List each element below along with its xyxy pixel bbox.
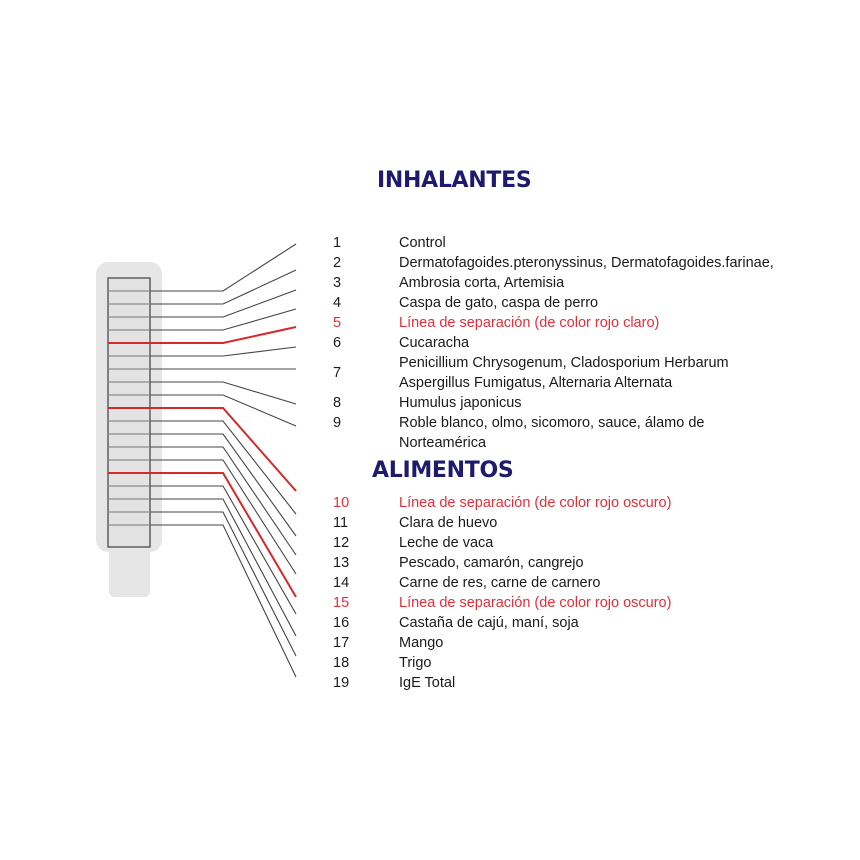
- item-number: 19: [333, 675, 350, 691]
- section-heading-alimentos: ALIMENTOS: [372, 458, 514, 483]
- connector-line-3: [150, 289, 297, 318]
- connector-line-17: [150, 498, 297, 637]
- connector-line-2: [150, 269, 297, 305]
- item-number: 14: [333, 575, 350, 591]
- item-label: Humulus japonicus: [399, 395, 522, 411]
- item-label-continued: Aspergillus Fumigatus, Alternaria Altern…: [399, 375, 673, 391]
- item-number: 2: [333, 255, 342, 271]
- item-label: Clara de huevo: [399, 515, 498, 531]
- item-number: 6: [333, 335, 342, 351]
- connector-line-9: [150, 394, 297, 427]
- item-label: Trigo: [399, 655, 432, 671]
- item-number: 4: [333, 295, 342, 311]
- item-number: 9: [333, 415, 342, 431]
- connector-line-4: [150, 308, 297, 331]
- item-number: 8: [333, 395, 342, 411]
- strip-membrane: [107, 277, 151, 548]
- item-label: Línea de separación (de color rojo oscur…: [399, 595, 672, 611]
- strip-handle: [109, 540, 150, 597]
- item-label-continued: Norteamérica: [399, 435, 487, 451]
- connector-line-12: [150, 433, 297, 537]
- connector-line-11: [150, 420, 297, 515]
- item-label: Dermatofagoides.pteronyssinus, Dermatofa…: [399, 255, 774, 271]
- section-heading-inhalantes: INHALANTES: [377, 168, 532, 193]
- item-number: 3: [333, 275, 342, 291]
- item-label: Carne de res, carne de carnero: [399, 575, 601, 591]
- item-label: Roble blanco, olmo, sicomoro, sauce, ála…: [399, 415, 705, 431]
- item-label: Penicillium Chrysogenum, Cladosporium He…: [399, 355, 729, 371]
- connector-line-16: [150, 485, 297, 615]
- item-label: Ambrosia corta, Artemisia: [399, 275, 565, 291]
- connector-line-8: [150, 381, 297, 405]
- item-label: Pescado, camarón, cangrejo: [399, 555, 584, 571]
- connector-line-15: [108, 472, 297, 598]
- item-label: Línea de separación (de color rojo oscur…: [399, 495, 672, 511]
- item-number: 1: [333, 235, 342, 251]
- item-label: Caspa de gato, caspa de perro: [399, 295, 599, 311]
- item-number: 7: [333, 365, 342, 381]
- connector-line-19: [150, 524, 297, 678]
- item-number: 12: [333, 535, 350, 551]
- item-number: 5: [333, 315, 342, 331]
- connector-line-13: [150, 446, 297, 556]
- item-label: Castaña de cajú, maní, soja: [399, 615, 579, 631]
- connector-line-14: [150, 459, 297, 575]
- item-label: Mango: [399, 635, 444, 651]
- item-number: 17: [333, 635, 350, 651]
- item-label: Cucaracha: [399, 335, 470, 351]
- item-label: Leche de vaca: [399, 535, 494, 551]
- item-number: 11: [333, 515, 349, 531]
- item-label: Línea de separación (de color rojo claro…: [399, 315, 660, 331]
- connector-line-6: [150, 346, 297, 357]
- item-number: 15: [333, 595, 350, 611]
- connector-line-10: [108, 407, 297, 492]
- item-number: 16: [333, 615, 350, 631]
- connector-line-5: [108, 326, 297, 344]
- item-label: IgE Total: [399, 675, 456, 691]
- item-number: 10: [333, 495, 350, 511]
- item-number: 18: [333, 655, 350, 671]
- connector-line-1: [150, 243, 297, 292]
- item-label: Control: [399, 235, 446, 251]
- connector-line-18: [150, 511, 297, 657]
- item-number: 13: [333, 555, 350, 571]
- connector-lines: [108, 243, 297, 678]
